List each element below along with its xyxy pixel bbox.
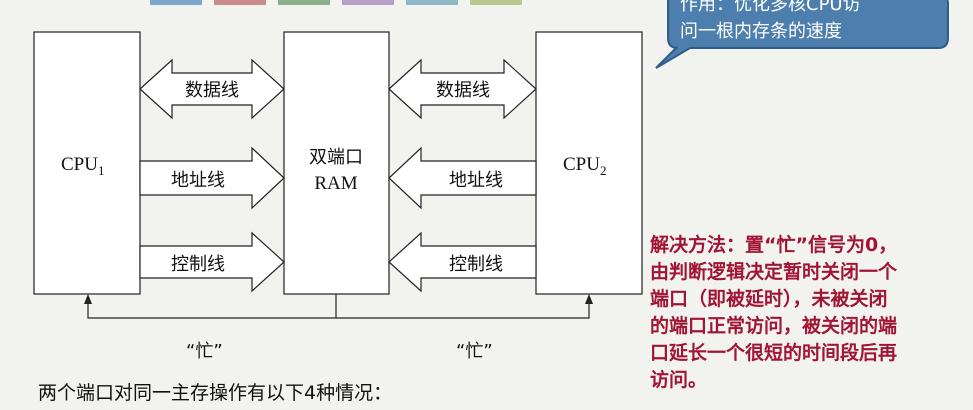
busy-arrowhead-left [84,294,92,304]
solution-note: 解决方法：置“忙”信号为0， 由判断逻辑决定暂时关闭一个 端口（即被延时），未被… [650,232,972,394]
cpu1-label: CPU1 [61,154,104,178]
right-data-bus-arrow [388,58,537,120]
note-line: 口延长一个很短的时间段后再 [650,342,898,364]
left-data-bus-arrow [139,58,285,120]
busy-line-right [336,300,590,319]
top-tile [278,0,330,5]
left-control-bus-arrow [139,231,285,293]
note-line: 解决方法：置“忙”信号为0， [650,234,898,256]
bottom-caption: 两个端口对同一主存操作有以下4种情况： [38,382,393,404]
cpu2-label: CPU2 [563,154,606,178]
note-line: 端口（即被延时），未被关闭 [650,288,888,310]
note-line: 访问。 [650,369,708,391]
left-control-bus-label: 控制线 [171,254,225,275]
left-address-bus-label: 地址线 [171,170,225,191]
ram-box [283,31,390,295]
callout-line-2: 问一根内存条的速度 [680,21,842,42]
top-tile [470,0,522,5]
cpu1-box [33,31,141,295]
top-tile [150,0,202,5]
right-data-bus-label: 数据线 [436,80,490,101]
left-address-bus-arrow [139,146,285,210]
top-tile [342,0,394,5]
right-control-bus-arrow [388,231,537,293]
busy-label-right: “忙” [456,341,493,362]
busy-label-left: “忙” [186,341,223,362]
left-data-bus-label: 数据线 [185,80,239,101]
ram-label-line-1: 双端口 [309,147,363,168]
top-tile [406,0,458,5]
top-tile [214,0,266,5]
right-address-bus-label: 地址线 [449,170,503,191]
note-line: 由判断逻辑决定暂时关闭一个 [650,261,898,283]
right-address-bus-arrow [388,146,537,210]
busy-line-left [87,294,337,319]
note-line: 的端口正常访问，被关闭的端 [650,315,898,337]
right-control-bus-label: 控制线 [449,254,503,275]
busy-arrowhead-right [585,294,593,304]
callout-line-1: 作用：优化多核CPU访 [680,0,861,15]
ram-label-line-2: RAM [314,173,357,194]
cpu2-box [535,31,643,295]
callout-bubble: 作用：优化多核CPU访 问一根内存条的速度 [655,0,949,69]
top-color-tiles [150,0,522,5]
